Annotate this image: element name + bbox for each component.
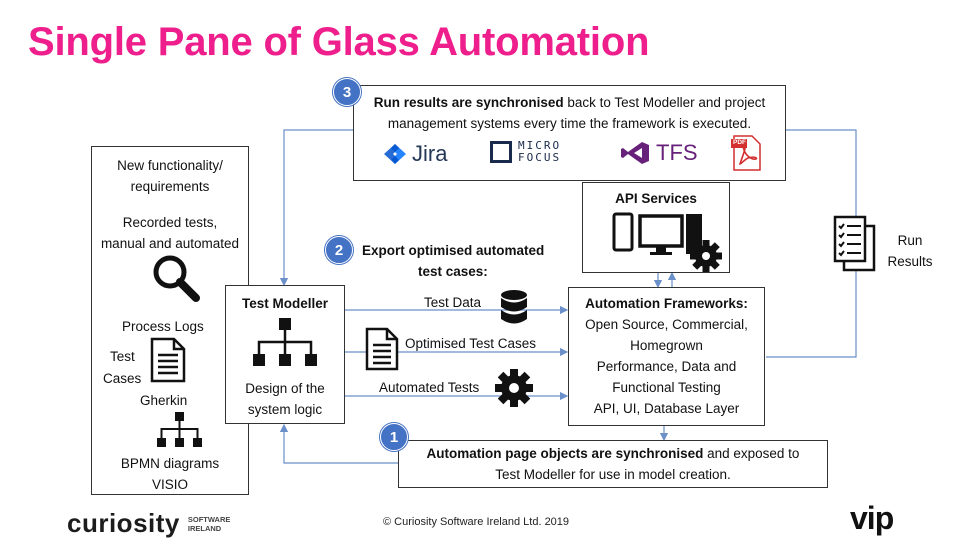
jira-logo: Jira	[382, 141, 447, 167]
checklist-icon	[833, 215, 876, 272]
copyright-text: © Curiosity Software Ireland Ltd. 2019	[383, 516, 570, 528]
magnifier-icon	[153, 255, 200, 302]
step1-badge: 1	[380, 423, 408, 451]
test-data-label: Test Data	[424, 295, 482, 310]
document-icon-2	[365, 327, 399, 371]
step2-line1: Export optimised automated	[362, 243, 545, 258]
optimised-test-cases-label: Optimised Test Cases	[405, 336, 537, 351]
test-cases-label-2: Cases	[103, 371, 142, 386]
pdf-icon	[731, 135, 761, 171]
visual-studio-icon	[621, 142, 649, 164]
microfocus-logo: MICRO FOCUS	[490, 140, 561, 164]
inputs-box	[91, 146, 249, 495]
test-modeller-desc: Design of the system logic	[245, 381, 325, 417]
gear-icon	[495, 369, 533, 407]
jira-icon	[384, 144, 406, 164]
automation-frameworks-box	[568, 287, 765, 426]
document-icon	[150, 337, 186, 383]
vip-logo: vip	[850, 500, 894, 536]
page-title: Single Pane of Glass Automation	[28, 20, 650, 64]
step1-text: Automation page objects are synchronised…	[426, 446, 800, 482]
test-cases-label-1: Test	[110, 349, 135, 364]
test-modeller-title: Test Modeller	[241, 296, 329, 311]
step3-badge: 3	[333, 78, 361, 106]
gherkin-label: Gherkin	[140, 393, 188, 408]
tfs-logo: TFS	[620, 140, 698, 166]
database-icon	[501, 290, 527, 324]
model-hierarchy-icon	[253, 318, 317, 366]
run-results-label: Run Results	[887, 233, 933, 269]
step1-box	[398, 440, 828, 488]
bpmn-label: BPMN diagrams VISIO	[120, 456, 220, 492]
frameworks-text: Automation Frameworks: Open Source, Comm…	[585, 296, 748, 416]
step3-text: Run results are synchronised back to Tes…	[373, 95, 766, 131]
step3-box	[353, 85, 786, 181]
microfocus-icon	[490, 141, 512, 163]
automated-tests-label: Automated Tests	[379, 380, 480, 395]
process-logs-label: Process Logs	[122, 319, 204, 334]
hierarchy-icon	[157, 412, 202, 447]
api-services-title: API Services	[615, 191, 697, 206]
new-functionality-label: New functionality/ requirements	[117, 158, 223, 194]
devices-icon	[612, 212, 722, 272]
step2-line2: test cases:	[418, 264, 488, 279]
curiosity-logo: curiosity SOFTWARE IRELAND	[67, 508, 231, 538]
pdf-logo: PDF	[730, 134, 762, 177]
step2-badge: 2	[325, 236, 353, 264]
recorded-tests-label: Recorded tests, manual and automated	[100, 215, 240, 251]
